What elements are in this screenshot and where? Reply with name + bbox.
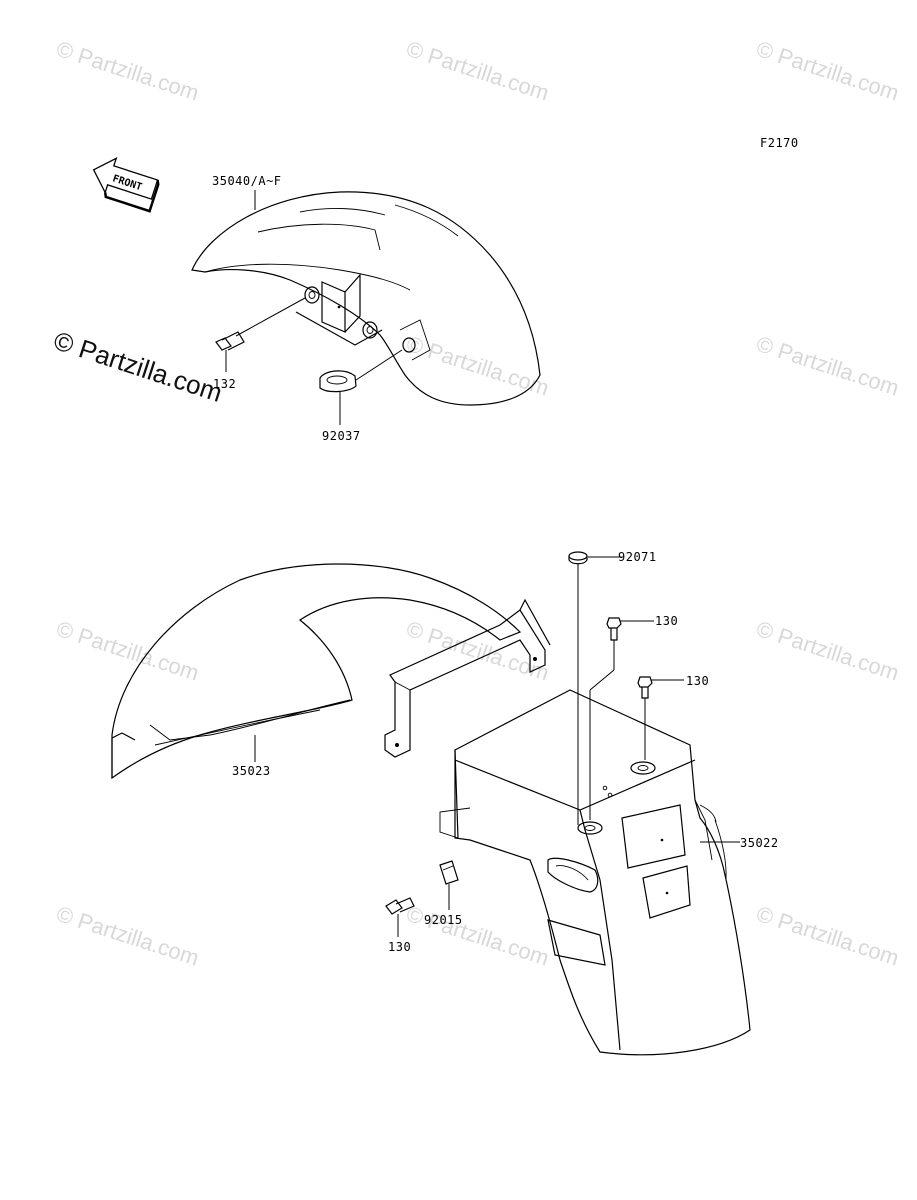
watermark-main: © Partzilla.com <box>50 325 226 408</box>
watermark: © Partzilla.com <box>53 901 202 971</box>
watermark: © Partzilla.com <box>753 36 902 106</box>
callout-130-upper-1: 130 <box>655 614 678 628</box>
watermark: © Partzilla.com <box>753 331 902 401</box>
clip-nut-92015-icon <box>439 860 459 910</box>
front-fender <box>191 191 541 406</box>
watermark: © Partzilla.com <box>753 901 902 971</box>
bolt-130-upper-1-icon <box>589 617 654 820</box>
watermark: © Partzilla.com <box>403 36 552 106</box>
callout-92015: 92015 <box>424 913 463 927</box>
figure-code: F2170 <box>760 136 799 150</box>
callout-130-upper-2: 130 <box>686 674 709 688</box>
license-holder <box>439 689 751 1056</box>
clamp-92037-icon <box>319 349 403 393</box>
bolt-130-upper-2-icon <box>637 676 684 760</box>
watermark: © Partzilla.com <box>53 616 202 686</box>
watermark: © Partzilla.com <box>753 616 902 686</box>
callout-35040: 35040/A~F <box>212 174 282 188</box>
callout-35023: 35023 <box>232 764 271 778</box>
watermark: © Partzilla.com <box>403 901 552 971</box>
watermarks: © Partzilla.com © Partzilla.com © Partzi… <box>50 36 902 971</box>
callout-92071: 92071 <box>618 550 657 564</box>
callout-132: 132 <box>213 377 236 391</box>
callout-92037: 92037 <box>322 429 361 443</box>
watermark: © Partzilla.com <box>53 36 202 106</box>
callout-35022: 35022 <box>740 836 779 850</box>
rear-fender-inner <box>111 563 522 780</box>
bolt-132-icon <box>215 297 306 351</box>
cap-92071-icon <box>568 551 622 825</box>
front-arrow-icon: FRONT <box>92 156 160 213</box>
callout-130-lower: 130 <box>388 940 411 954</box>
bolt-130-lower-icon <box>385 897 415 937</box>
rear-fender-bracket <box>384 598 551 758</box>
watermark: © Partzilla.com <box>403 331 552 401</box>
